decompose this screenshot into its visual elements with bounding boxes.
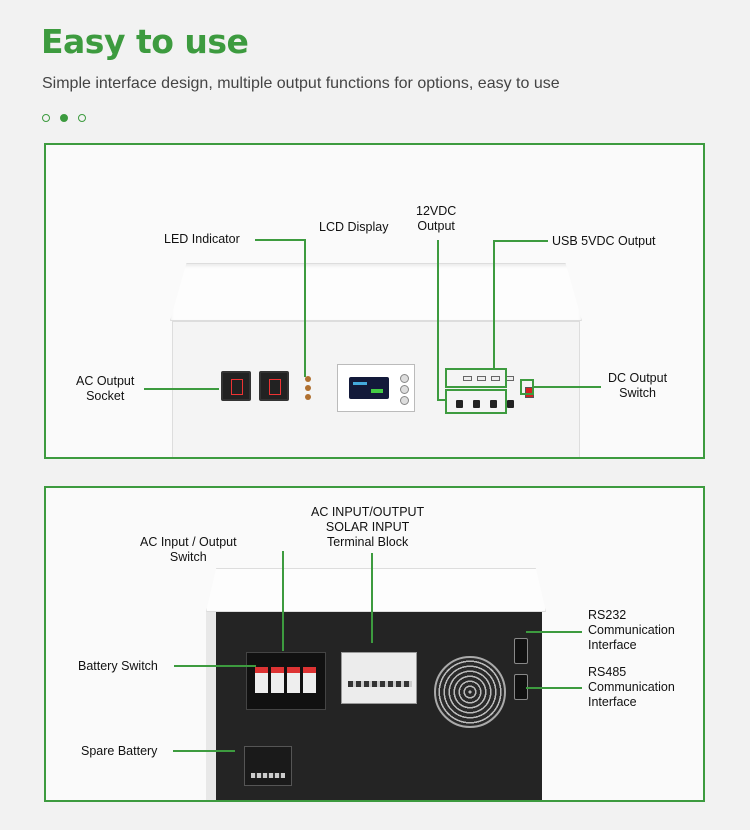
dc12-label: 12VDC Output xyxy=(416,204,456,234)
ac-io-switch-label: AC Input / Output Switch xyxy=(140,535,237,565)
led-leader-v xyxy=(304,239,306,377)
breaker-pole-3 xyxy=(287,667,300,693)
usb-leader-v xyxy=(493,240,495,370)
ac-output-label: AC Output Socket xyxy=(76,374,134,404)
ac-socket-2 xyxy=(259,371,289,401)
lcd-button-2 xyxy=(400,385,409,394)
dc-switch-highlight-box xyxy=(520,379,534,395)
led-leader-h xyxy=(255,239,305,241)
terminal-label-line2: SOLAR INPUT xyxy=(325,520,410,534)
dc12-label-line1: 12VDC xyxy=(416,204,457,218)
terminal-block xyxy=(341,652,417,704)
ac-output-label-line2: Socket xyxy=(86,389,125,403)
terminal-leader xyxy=(371,553,373,643)
battery-switch-label: Battery Switch xyxy=(78,659,158,673)
rs485-leader xyxy=(526,687,582,689)
dc12-port-2 xyxy=(473,400,480,408)
spare-battery-leader xyxy=(173,750,235,752)
dc-switch-label-line1: DC Output xyxy=(608,371,668,385)
dc12-leader-h xyxy=(437,399,447,401)
ac-output-leader xyxy=(144,388,219,390)
usb-port-1 xyxy=(463,376,472,381)
page-title: Easy to use xyxy=(41,22,249,61)
usb-port-3 xyxy=(491,376,500,381)
lcd-button-3 xyxy=(400,396,409,405)
spare-battery-label: Spare Battery xyxy=(81,744,158,758)
ac-io-switch-leader xyxy=(282,551,284,651)
terminal-label-line3: Terminal Block xyxy=(326,535,409,549)
back-device-side xyxy=(206,612,216,800)
ac-io-switch-label-line2: Switch xyxy=(169,550,207,564)
rs232-port xyxy=(514,638,528,664)
rs485-label-line2: Communication xyxy=(588,680,675,694)
led-indicator-label: LED Indicator xyxy=(164,232,240,246)
usb-leader-h xyxy=(493,240,548,242)
led-dot-3 xyxy=(305,394,311,400)
led-dot-2 xyxy=(305,385,311,391)
led-dot-1 xyxy=(305,376,311,382)
usb-output-label: USB 5VDC Output xyxy=(552,234,656,248)
dc12-leader-v xyxy=(437,240,439,400)
breaker-pole-4 xyxy=(303,667,316,693)
device-front-body xyxy=(172,321,580,457)
rs232-label-line2: Communication xyxy=(588,623,675,637)
dc12-highlight-box xyxy=(445,389,507,414)
terminal-block-label: AC INPUT/OUTPUT SOLAR INPUT Terminal Blo… xyxy=(311,505,424,550)
usb-port-2 xyxy=(477,376,486,381)
terminal-label-line1: AC INPUT/OUTPUT xyxy=(311,505,425,519)
breaker-pole-1 xyxy=(255,667,268,693)
rs485-label-line1: RS485 xyxy=(588,665,627,679)
ac-socket-1 xyxy=(221,371,251,401)
breaker-pole-2 xyxy=(271,667,284,693)
dc12-port-3 xyxy=(490,400,497,408)
carousel-dot-3[interactable] xyxy=(78,114,86,122)
dc-switch-label-line2: Switch xyxy=(619,386,656,400)
carousel-dot-1[interactable] xyxy=(42,114,50,122)
dc-switch-leader xyxy=(533,386,601,388)
breaker-module xyxy=(246,652,326,710)
usb-highlight-box xyxy=(445,368,507,388)
rs232-label-line1: RS232 xyxy=(588,608,627,622)
carousel-dots xyxy=(42,114,86,122)
front-device-illustration xyxy=(170,263,582,457)
ac-output-label-line1: AC Output xyxy=(76,374,135,388)
cooling-fan xyxy=(434,656,506,728)
lcd-display-label: LCD Display xyxy=(319,220,389,234)
back-device-illustration xyxy=(206,568,546,800)
rs485-label-line3: Interface xyxy=(588,695,637,709)
back-panel-figure: AC INPUT/OUTPUT SOLAR INPUT Terminal Blo… xyxy=(44,486,705,802)
rs232-label-line3: Interface xyxy=(588,638,637,652)
dc-switch-label: DC Output Switch xyxy=(608,371,667,401)
dc12-label-line2: Output xyxy=(417,219,455,233)
rs485-label: RS485 Communication Interface xyxy=(588,665,675,710)
device-top-cover xyxy=(170,263,582,321)
back-device-top-cover xyxy=(206,568,546,612)
dc12-port-1 xyxy=(456,400,463,408)
carousel-dot-2[interactable] xyxy=(60,114,68,122)
rs232-label: RS232 Communication Interface xyxy=(588,608,675,653)
rs232-leader xyxy=(526,631,582,633)
battery-switch-leader xyxy=(174,665,256,667)
back-device-body xyxy=(216,612,542,800)
spare-battery-port xyxy=(244,746,292,786)
lcd-button-1 xyxy=(400,374,409,383)
dc12-port-4 xyxy=(507,400,514,408)
front-panel-figure: LED Indicator LCD Display 12VDC Output U… xyxy=(44,143,705,459)
ac-io-switch-label-line1: AC Input / Output xyxy=(140,535,237,549)
page-subtitle: Simple interface design, multiple output… xyxy=(42,75,560,92)
